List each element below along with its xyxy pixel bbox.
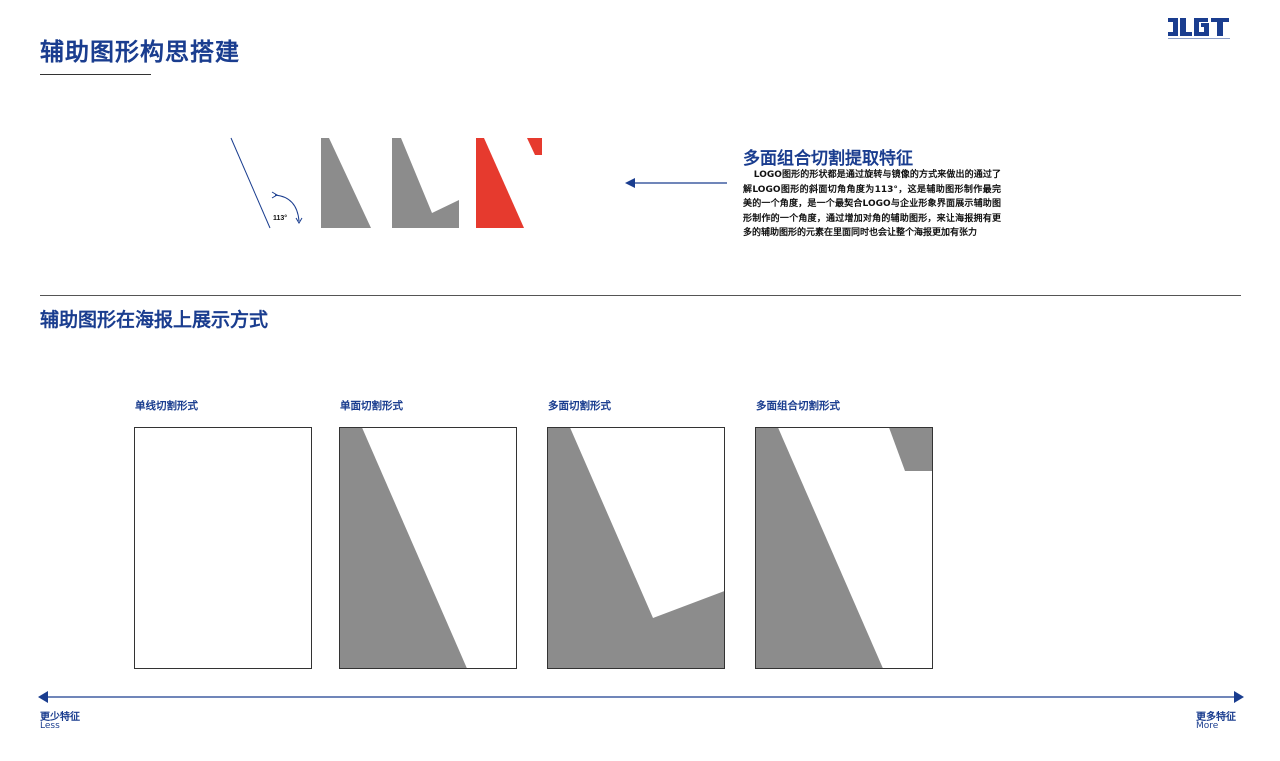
panel-label-single-line: 单线切割形式 [135,400,198,412]
panel-label-multi-face: 多面切割形式 [548,400,611,412]
logo-segment-single [321,138,371,228]
logo-segment-red [476,138,524,228]
feature-scale-arrow-icon [38,691,1244,703]
poster-panel-multi-combo [755,427,933,669]
brand-logo [1168,18,1230,39]
feature-description: LOGO图形的形状都是通过旋转与镜像的方式来做出的通过了解LOGO图形的斜面切角… [743,170,1001,238]
poster-panel-single-face [339,427,517,669]
angle-arc-icon [274,194,300,222]
feature-title: 多面组合切割提取特征 [743,149,913,169]
scale-left-sublabel: Less [40,721,60,731]
panel-label-multi-combo: 多面组合切割形式 [756,400,840,412]
logo-corner-red [527,138,542,155]
section-title: 辅助图形在海报上展示方式 [40,309,269,331]
pointer-arrow-icon [625,178,727,188]
section-divider [40,295,1241,296]
poster-panel-single-line [134,427,312,669]
page-title: 辅助图形构思搭建 [40,38,240,66]
angle-label: 113° [273,214,287,222]
logo-segment-notched [392,138,459,228]
panel-label-single-face: 单面切割形式 [340,400,403,412]
title-underline [40,74,151,75]
scale-left-label: 更少特征 [40,712,80,723]
construction-figure: 113° [230,137,542,229]
poster-panel-multi-face [547,427,725,669]
scale-right-label: 更多特征 [1196,712,1236,723]
scale-right-sublabel: More [1196,721,1219,731]
angle-guide-line [230,137,271,229]
